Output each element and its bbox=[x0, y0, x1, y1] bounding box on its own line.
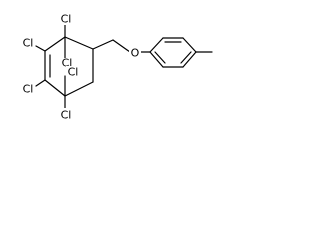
cl-bridgehead-top-label: Cl bbox=[61, 13, 72, 26]
bond-vinyl-lower-to-bridgehead-bottom bbox=[44, 79, 66, 97]
bond-ch2o-to-oxygen bbox=[112, 39, 131, 53]
bond-vinyl-lower-to-cl bbox=[35, 79, 46, 87]
cl-vinyl-lower-label: Cl bbox=[23, 83, 34, 96]
bond-vinyl-upper-to-cl bbox=[35, 45, 46, 52]
bond-ring-6-1 bbox=[149, 51, 164, 68]
cl-vinyl-upper-label: Cl bbox=[23, 37, 34, 50]
bond-ch2-to-bridgehead-bottom bbox=[64, 81, 94, 97]
atom-labels: Cl Cl Cl Cl Cl Cl O bbox=[20, 12, 141, 122]
cl-bridge-1-label: Cl bbox=[62, 57, 73, 70]
bond-ring-3-4 bbox=[182, 37, 197, 53]
bond-bridgehead-top-to-ch bbox=[64, 36, 94, 50]
bond-ring-inner-c bbox=[154, 51, 166, 64]
ether-oxygen-label: O bbox=[131, 47, 140, 60]
bonds bbox=[35, 24, 213, 109]
chemical-structure: Cl Cl Cl Cl Cl Cl O bbox=[20, 12, 213, 122]
bond-ch-to-ch2o bbox=[92, 39, 114, 50]
cl-bridge-2-label: Cl bbox=[68, 66, 79, 79]
bond-ring-inner-b bbox=[180, 51, 192, 64]
cl-bridgehead-bottom-label: Cl bbox=[61, 109, 72, 122]
bond-ring-1-2 bbox=[149, 37, 164, 53]
bond-ring-4-5 bbox=[182, 51, 197, 68]
bond-bridgehead-top-to-vinyl-upper bbox=[44, 36, 66, 52]
